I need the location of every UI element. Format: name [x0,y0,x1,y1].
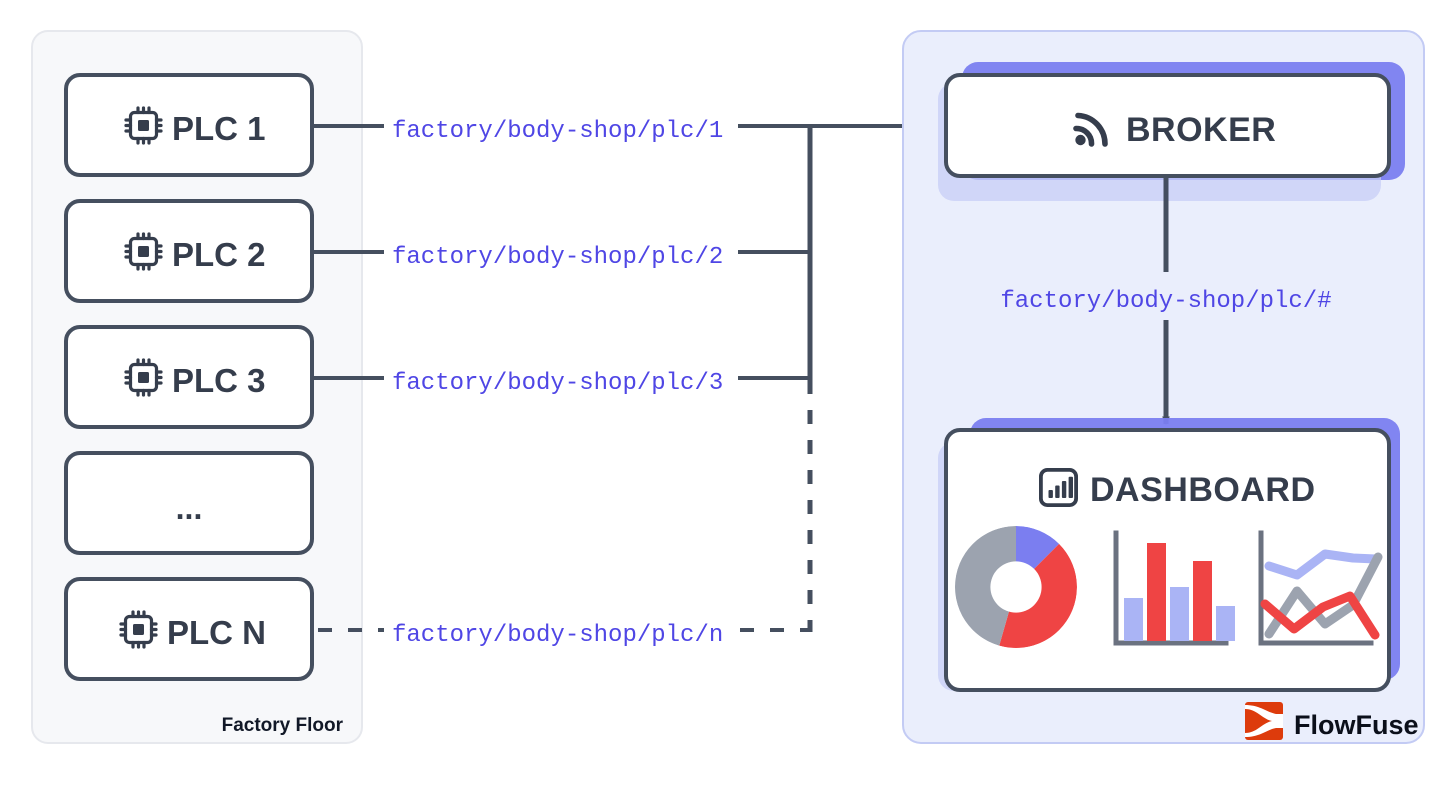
broker-label: BROKER [1126,111,1276,149]
donut-slice-gray [955,526,1016,646]
plc-node-n[interactable]: PLC N [64,577,314,681]
plc-node-1[interactable]: PLC 1 [64,73,314,177]
plc-node-2[interactable]: PLC 2 [64,199,314,303]
plc-node-ellipsis: ... [64,451,314,555]
chip-icon [124,358,163,397]
topic-label-plc-n: factory/body-shop/plc/n [392,622,723,649]
donut-hole [990,561,1042,613]
chip-icon [124,106,163,145]
mini-line-blue [1264,549,1381,580]
dashboard-label: DASHBOARD [1090,471,1316,509]
factory-floor-label: Factory Floor [222,715,344,736]
chip-icon [119,610,158,649]
plc-node-3-label: PLC 3 [172,362,266,399]
bar-chart-icon [1038,467,1079,508]
mini-line-gray [1264,552,1383,639]
topic-label-subscribe: factory/body-shop/plc/# [1000,288,1331,315]
topic-label-plc-3: factory/body-shop/plc/3 [392,370,723,397]
plc-node-ellipsis-card [64,451,314,555]
mini-bar-2 [1147,543,1166,641]
mini-line-chart [1258,530,1383,646]
mini-bar-chart [1113,530,1235,646]
mini-bar-1 [1124,598,1143,641]
flowfuse-logo-icon [1245,702,1283,740]
mini-bar-3 [1170,587,1189,641]
broker-card[interactable] [944,73,1391,178]
flowfuse-logo-stroke-bottom [1245,721,1283,737]
mini-line-chart-axis [1258,530,1374,646]
flowfuse-logo-stroke-top [1245,705,1283,721]
signal-icon [1073,112,1108,147]
mini-bar-chart-axis [1113,530,1229,646]
plc-node-1-label: PLC 1 [172,110,266,147]
flowfuse-brand: FlowFuse [1245,702,1419,740]
plc-node-n-label: PLC N [167,614,266,651]
plc-node-2-label: PLC 2 [172,236,266,273]
mini-bar-5 [1216,606,1235,641]
chip-icon [124,232,163,271]
topic-label-plc-1: factory/body-shop/plc/1 [392,118,723,145]
plc-node-n-card[interactable] [64,577,314,681]
plc-node-ellipsis-label: ... [176,490,203,526]
dashboard-node[interactable]: DASHBOARD [938,418,1400,692]
flowfuse-brand-label: FlowFuse [1294,710,1419,740]
mini-line-red [1260,591,1380,640]
mini-donut-chart [955,526,1077,648]
mini-bar-4 [1193,561,1212,641]
flowfuse-logo-square [1245,702,1283,740]
broker-node[interactable]: BROKER [938,62,1405,201]
plc-node-3[interactable]: PLC 3 [64,325,314,429]
topic-label-plc-2: factory/body-shop/plc/2 [392,244,723,271]
